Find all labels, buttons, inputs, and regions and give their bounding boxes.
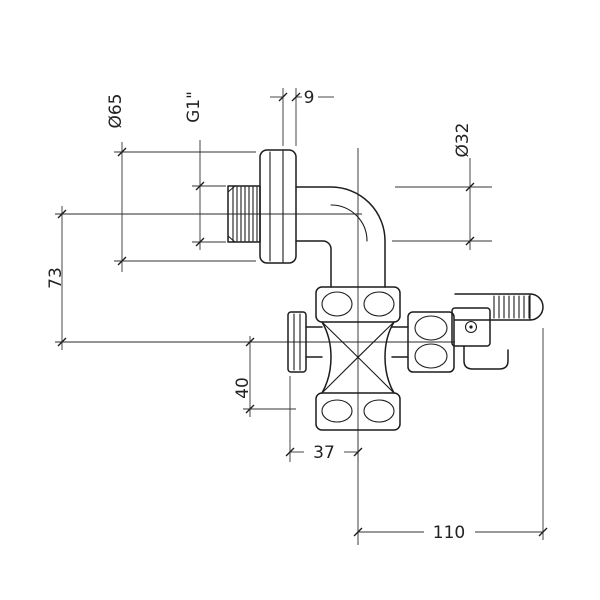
valve-top-union-nut [315,286,401,323]
centerlines [55,148,455,545]
dimension-outlet-height: 40 [233,336,296,417]
top-nut-outline [315,286,401,323]
spout-flange-outline [287,311,307,373]
dimension-flange-diameter: Ø65 [106,93,256,272]
pivot-screw-center [469,325,473,329]
elbow-bend-line [330,204,368,242]
right-outlet-and-lever [391,293,544,373]
pivot-screw-icon [464,320,478,334]
lever-pivot-block [451,307,491,347]
body-right-side [384,321,395,394]
right-nut-flat-bottom [414,343,448,369]
dimension-outlet-offset: 37 [285,376,363,463]
dimension-overall-reach: 110 [353,328,548,543]
lever-handle-bar [454,293,544,321]
dim-label-inlet-to-outlet-height: 73 [46,267,66,289]
bottom-nut-flat-right [363,399,395,423]
valve-bottom-nut [315,392,401,431]
wall-thread [227,185,261,243]
dim-label-pipe-diameter: Ø32 [453,122,473,157]
right-union-nut [407,311,455,373]
dim-label-outlet-offset: 37 [313,443,335,463]
valve-body [321,321,395,394]
dim-label-thread-size: G1" [184,91,204,123]
wall-flange [259,149,297,264]
dim-label-overall-reach: 110 [433,523,465,543]
thread-lines [227,185,258,243]
dim-label-flange-diameter: Ø65 [106,93,126,128]
left-outlet-spout [287,311,323,373]
top-nut-flat-left [321,291,353,317]
dimension-pipe-diameter: Ø32 [392,122,492,250]
body-cross-line-2 [321,321,395,394]
lever-latch-hook [463,345,509,370]
bottom-nut-flat-left [321,399,353,423]
lever-grip-hatching [493,295,530,319]
elbow-pipe [295,186,386,288]
bottom-nut-outline [315,392,401,431]
dimension-flange-thickness: 9 [270,88,334,146]
right-nut-flat-top [414,315,448,341]
body-left-side [321,321,332,394]
top-nut-flat-right [363,291,395,317]
elbow-inner-edge [295,240,332,288]
dim-label-outlet-height: 40 [233,377,253,399]
flange-outline [259,149,297,264]
elbow-outer-edge [295,186,386,288]
dimension-thread-size: G1" [184,91,226,250]
dimension-inlet-to-outlet-height: 73 [46,206,67,350]
dim-label-flange-thickness: 9 [304,88,315,108]
